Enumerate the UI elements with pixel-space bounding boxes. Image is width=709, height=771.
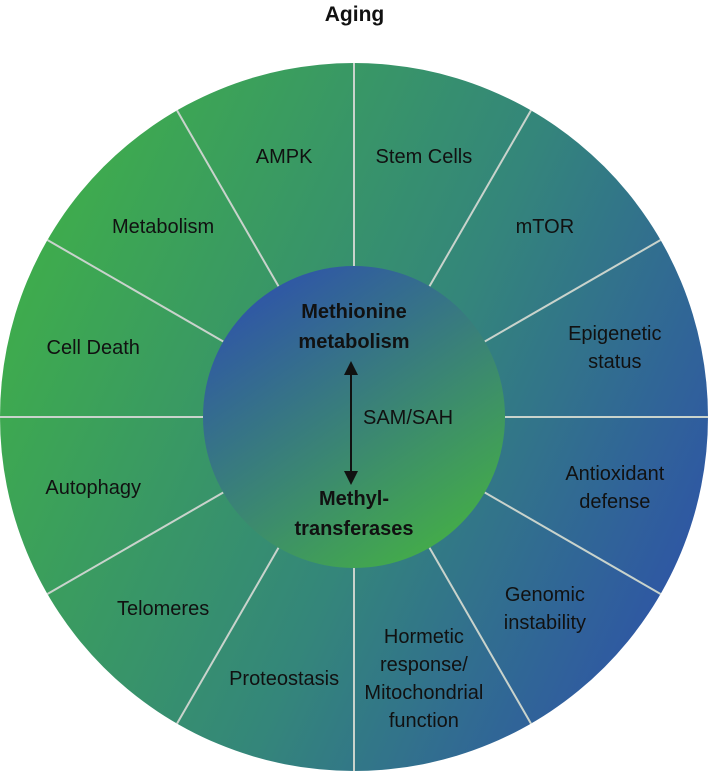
page-title: Aging <box>324 3 385 26</box>
segment-divider <box>484 239 662 343</box>
center-middle-label: SAM/SAH <box>363 407 453 429</box>
segment-divider <box>176 109 280 287</box>
segment-label-line: mTOR <box>516 216 575 238</box>
segment-label: Telomeres <box>117 598 209 620</box>
segment-label-line: instability <box>504 612 586 634</box>
segment-divider <box>484 491 662 595</box>
segment-label-line: function <box>389 710 459 732</box>
segment-divider <box>428 109 532 287</box>
segment-label-line: AMPK <box>256 146 313 168</box>
segment-label-line: Genomic <box>505 584 585 606</box>
segment-label: Antioxidant defense <box>565 463 664 513</box>
segment-label-line: response/ <box>380 654 468 676</box>
segment-label-line: defense <box>579 491 650 513</box>
center-title-line-2: metabolism <box>298 331 409 353</box>
segment-label-line: Mitochondrial <box>364 682 483 704</box>
segment-label: Proteostasis <box>229 668 339 690</box>
segment-label: AMPK <box>256 146 313 168</box>
segment-labels: Stem Cells mTOR Epigenetic statusAntioxidan… <box>45 146 664 732</box>
center-title-line-1: Methionine <box>301 301 407 323</box>
center-bottom-line-2: transferases <box>295 518 414 540</box>
segment-label-line: Epigenetic <box>568 323 661 345</box>
segment-label: Genomic instability <box>504 584 586 634</box>
segment-label: Hormetic response/Mitochondrial function <box>364 626 483 732</box>
segment-label-line: Telomeres <box>117 598 209 620</box>
segment-label: Epigenetic status <box>568 323 661 373</box>
segment-label-line: status <box>588 351 641 373</box>
segment-label-line: Cell Death <box>47 337 140 359</box>
segment-divider <box>176 547 280 725</box>
segment-label: Autophagy <box>45 477 141 499</box>
segment-label: Cell Death <box>47 337 140 359</box>
segment-divider <box>46 491 224 595</box>
segment-label-line: Autophagy <box>45 477 141 499</box>
segment-label: mTOR <box>516 216 575 238</box>
segment-label-line: Metabolism <box>112 216 214 238</box>
segment-dividers <box>0 63 708 771</box>
segment-label-line: Proteostasis <box>229 668 339 690</box>
segment-divider <box>46 239 224 343</box>
segment-label: Metabolism <box>112 216 214 238</box>
center-bottom-line-1: Methyl- <box>319 488 389 510</box>
segment-label-line: Hormetic <box>384 626 464 648</box>
segment-label-line: Stem Cells <box>376 146 473 168</box>
segment-divider <box>428 547 532 725</box>
segment-label-line: Antioxidant <box>565 463 664 485</box>
segment-label: Stem Cells <box>376 146 473 168</box>
